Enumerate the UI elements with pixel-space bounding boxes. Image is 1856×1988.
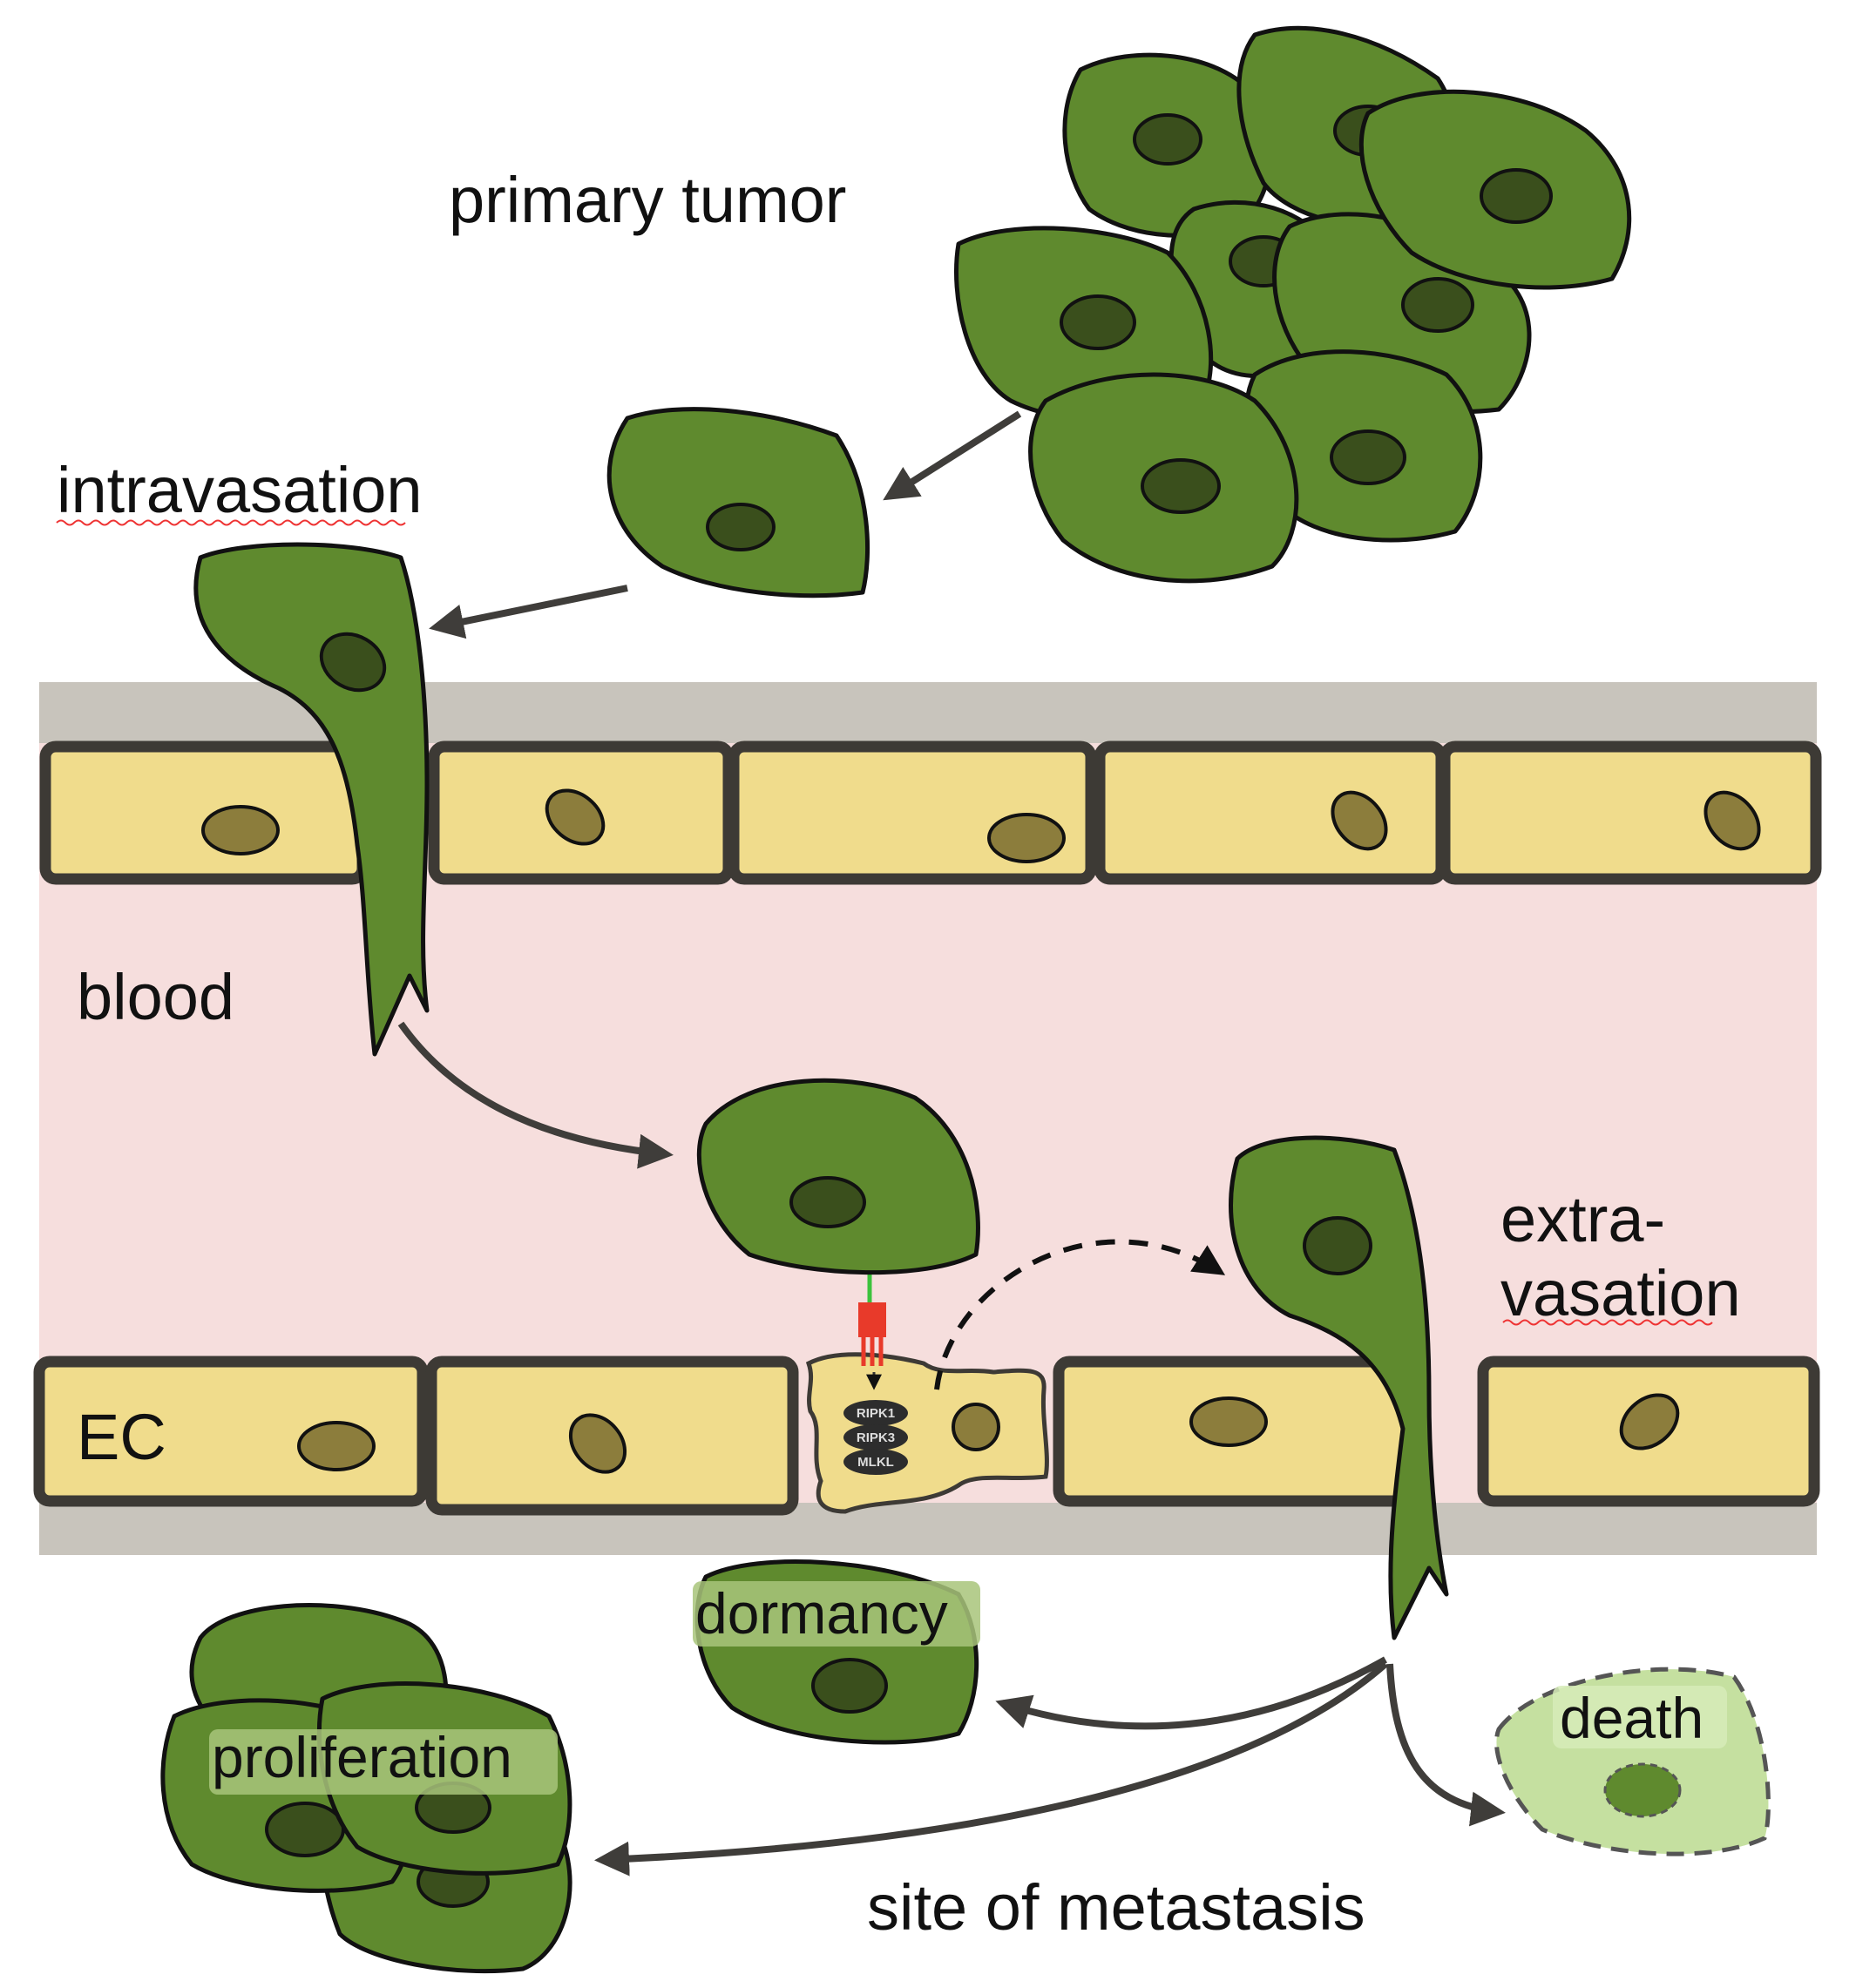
endothelial-cell — [1053, 1356, 1413, 1507]
spellcheck-underline — [56, 519, 406, 526]
basement-membrane-bottom — [39, 1503, 1817, 1555]
label-halo — [1553, 1686, 1727, 1748]
label-proliferation: proliferation — [212, 1725, 512, 1789]
mlkl-protein: MLKL — [843, 1449, 908, 1475]
arrow-intravasation-to-blood — [397, 1021, 674, 1169]
label-extravasation-2: vasation — [1500, 1257, 1741, 1329]
label-extravasation-1: extra- — [1500, 1183, 1665, 1255]
label-primary-tumor: primary tumor — [449, 164, 846, 236]
tumor-cell — [1358, 89, 1632, 290]
endothelial-layer-top — [39, 740, 1822, 885]
endothelial-cell — [33, 1356, 429, 1507]
arrow-to-death — [1386, 1663, 1506, 1827]
endothelial-layer-bottom — [33, 1356, 1820, 1516]
tumor-cell — [1028, 372, 1299, 584]
endothelial-cell — [1439, 740, 1822, 885]
arrows — [397, 410, 1506, 1876]
ripk3-label: RIPK3 — [857, 1430, 895, 1445]
endothelial-cell — [39, 740, 369, 885]
primary-tumor-cluster — [954, 25, 1632, 584]
label-halo — [693, 1581, 980, 1647]
arrow-necroptosis-to-extravasation — [934, 1239, 1226, 1390]
endothelial-cell — [425, 1356, 799, 1516]
label-ec: EC — [77, 1401, 166, 1473]
label-dormancy: dormancy — [695, 1581, 948, 1646]
extravasating-tumor-cell — [1229, 1135, 1449, 1640]
label-blood: blood — [77, 961, 234, 1033]
arrow-to-proliferation — [594, 1660, 1388, 1876]
ripk1-protein: RIPK1 — [843, 1400, 908, 1426]
tumor-cell — [954, 226, 1214, 423]
label-halo — [209, 1729, 558, 1795]
ripk1-label: RIPK1 — [857, 1406, 895, 1421]
ripk3-protein: RIPK3 — [843, 1424, 908, 1450]
arrow-to-dormancy — [995, 1656, 1387, 1730]
mlkl-label: MLKL — [857, 1455, 894, 1470]
arrow-migrating-to-intravasation — [429, 585, 628, 639]
endothelial-cell — [728, 740, 1097, 885]
arrow-tumor-to-migrating — [883, 410, 1022, 501]
intravasating-tumor-cell — [193, 542, 430, 1057]
label-site-of-metastasis: site of metastasis — [867, 1871, 1365, 1944]
endothelial-cell — [1477, 1356, 1820, 1507]
label-death: death — [1560, 1686, 1704, 1750]
endothelial-cell — [1094, 740, 1447, 885]
signaling-complex: RIPK1 RIPK3 MLKL — [843, 1400, 908, 1475]
migrating-tumor-cell — [606, 407, 870, 598]
circulating-tumor-cell — [696, 1078, 980, 1275]
necroptotic-endothelial-cell: RIPK1 RIPK3 MLKL — [805, 1259, 1049, 1514]
label-intravasation: intravasation — [57, 454, 423, 526]
endothelial-cell — [428, 740, 735, 885]
spellcheck-underline — [1502, 1319, 1713, 1326]
